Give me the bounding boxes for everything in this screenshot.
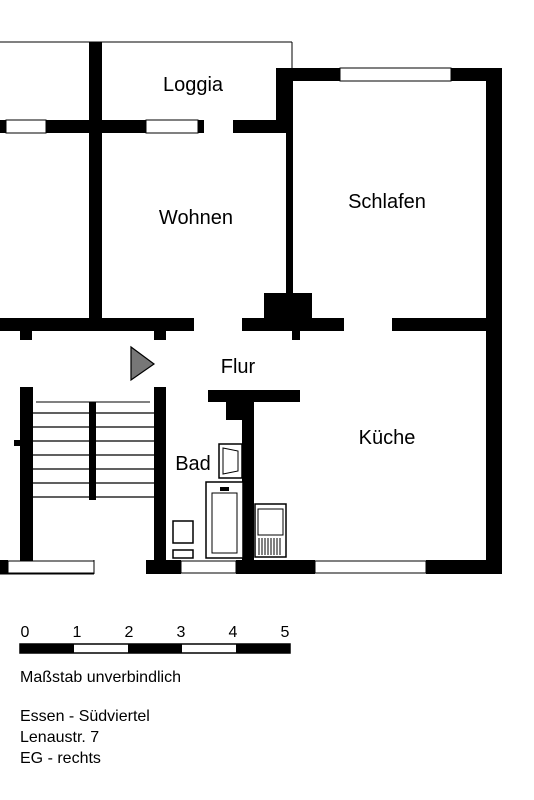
bathtub-icon: [205, 481, 244, 559]
room-label-kueche: Küche: [359, 427, 416, 449]
scale-bar: 0 1 2 3 4 5: [19, 624, 291, 654]
scale-tick-0: 0: [21, 624, 30, 641]
address-street: Lenaustr. 7: [20, 729, 100, 746]
room-label-wohnen: Wohnen: [159, 207, 233, 229]
address-city: Essen - Südviertel: [20, 708, 150, 725]
scale-tick-2: 2: [125, 624, 134, 641]
room-label-flur: Flur: [221, 356, 256, 378]
stove-icon: [254, 503, 287, 558]
fixtures: [172, 443, 287, 559]
room-label-loggia: Loggia: [163, 74, 224, 96]
windows: [5, 67, 452, 574]
scale-tick-1: 1: [73, 624, 82, 641]
address-floor: EG - rechts: [20, 750, 101, 767]
toilet-icon: [172, 520, 194, 559]
walls: [0, 42, 502, 574]
scale-tick-3: 3: [177, 624, 186, 641]
entrance-arrow-icon: [130, 345, 156, 382]
staircase: [33, 401, 154, 500]
address-block: Essen - Südviertel Lenaustr. 7 EG - rech…: [20, 706, 150, 769]
washbasin-icon: [218, 443, 243, 479]
scale-tick-5: 5: [281, 624, 290, 641]
room-label-schlafen: Schlafen: [348, 191, 426, 213]
scale-disclaimer: Maßstab unverbindlich: [20, 669, 181, 686]
scale-tick-4: 4: [229, 624, 238, 641]
room-label-bad: Bad: [175, 453, 211, 475]
